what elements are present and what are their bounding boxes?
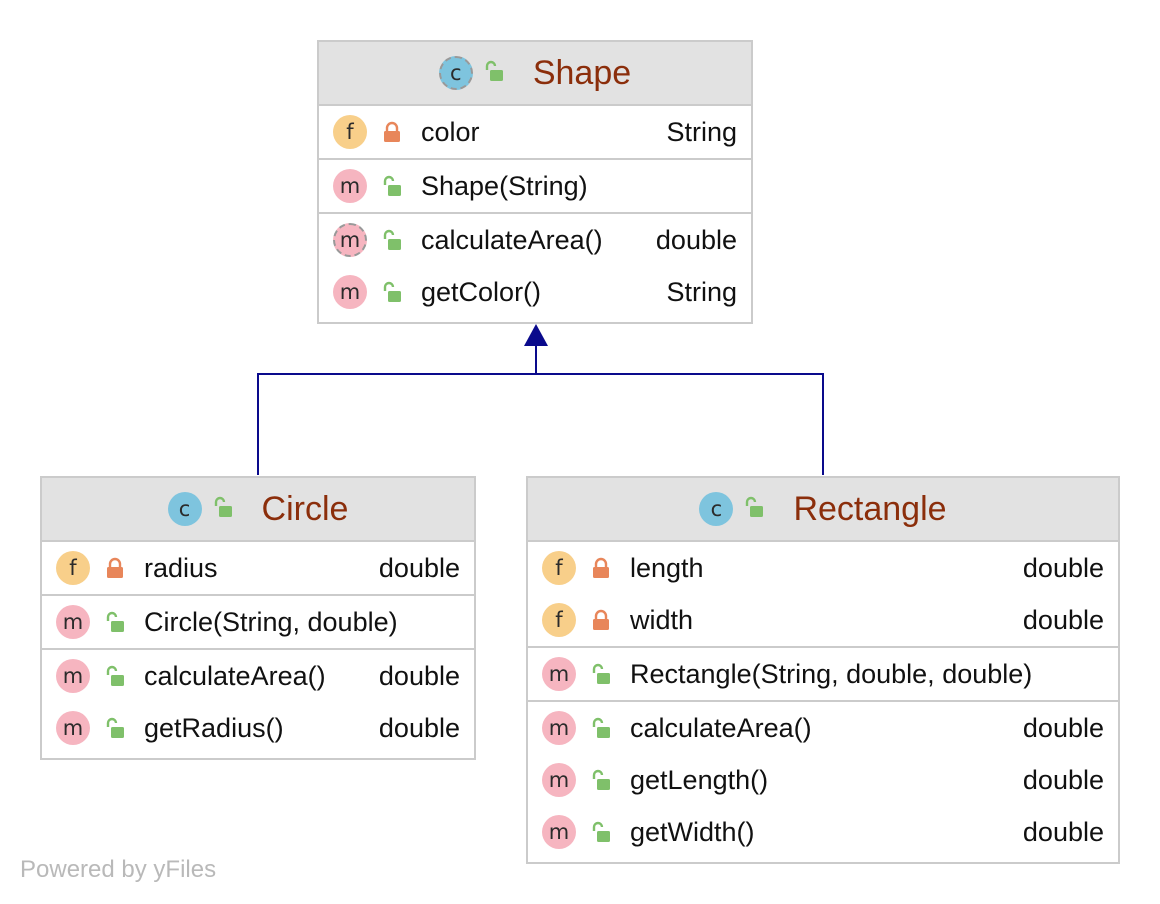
member-name: length (630, 552, 704, 583)
method-icon: m (542, 711, 576, 745)
member-name: width (630, 604, 694, 635)
member-type: double (1022, 764, 1104, 795)
class-name: Circle (261, 489, 349, 528)
class-name: Shape (532, 53, 632, 92)
method-icon: m (333, 275, 367, 309)
field-icon: f (333, 115, 367, 149)
abstract-method-icon: m (333, 223, 367, 257)
member-type: double (1022, 816, 1104, 847)
private-lock-icon (590, 609, 612, 636)
public-lock-icon (590, 769, 612, 796)
class-circle[interactable]: c Circle f radius double m Circle(String, doub… (40, 476, 476, 760)
public-lock-icon (590, 717, 612, 744)
member-name: radius (144, 552, 218, 583)
public-visibility-icon (743, 496, 765, 523)
method-row[interactable]: m Shape(String) (319, 160, 751, 212)
constructors-section: m Rectangle(String, double, double) (528, 646, 1118, 700)
class-header[interactable]: c Shape (319, 42, 751, 106)
edge-rectangle-to-shape (536, 373, 824, 475)
methods-section: m calculateArea() double m getRadius() double (42, 648, 474, 754)
field-row[interactable]: f radius double (42, 542, 474, 594)
class-icon: c (699, 492, 734, 526)
class-header[interactable]: c Rectangle (528, 478, 1118, 542)
member-type: double (378, 552, 460, 583)
member-type: double (1022, 604, 1104, 635)
member-name: calculateArea() (630, 712, 812, 743)
public-lock-icon (590, 663, 612, 690)
method-row[interactable]: m Circle(String, double) (42, 596, 474, 648)
constructors-section: m Circle(String, double) (42, 594, 474, 648)
member-name: getColor() (421, 276, 542, 307)
private-lock-icon (104, 557, 126, 584)
member-name: getRadius() (144, 712, 284, 743)
member-name: calculateArea() (421, 224, 603, 255)
footer-credit: Powered by yFiles (20, 856, 217, 883)
method-row[interactable]: m getColor() String (319, 266, 751, 318)
method-icon: m (542, 815, 576, 849)
fields-section: f length double f width double (528, 542, 1118, 646)
public-lock-icon (104, 665, 126, 692)
class-header[interactable]: c Circle (42, 478, 474, 542)
class-rectangle[interactable]: c Rectangle f length double f width double m Rect… (526, 476, 1120, 864)
method-row[interactable]: m Rectangle(String, double, double) (528, 648, 1118, 700)
method-icon: m (333, 169, 367, 203)
fields-section: f color String (319, 106, 751, 158)
method-row[interactable]: m getWidth() double (528, 806, 1118, 858)
member-name: calculateArea() (144, 660, 326, 691)
member-name: Circle(String, double) (144, 606, 398, 637)
public-lock-icon (590, 821, 612, 848)
method-icon: m (56, 659, 90, 693)
public-lock-icon (104, 717, 126, 744)
member-name: Shape(String) (421, 170, 588, 201)
methods-section: m calculateArea() double m getColor() String (319, 212, 751, 318)
fields-section: f radius double (42, 542, 474, 594)
field-icon: f (542, 603, 576, 637)
field-row[interactable]: f width double (528, 594, 1118, 646)
public-visibility-icon (483, 60, 505, 87)
public-lock-icon (381, 229, 403, 256)
inheritance-arrowhead (524, 324, 548, 346)
member-type: String (666, 276, 737, 307)
private-lock-icon (590, 557, 612, 584)
field-row[interactable]: f length double (528, 542, 1118, 594)
member-type: double (1022, 712, 1104, 743)
field-row[interactable]: f color String (319, 106, 751, 158)
field-icon: f (56, 551, 90, 585)
member-type: double (378, 660, 460, 691)
method-icon: m (542, 763, 576, 797)
public-visibility-icon (212, 496, 234, 523)
method-row[interactable]: m calculateArea() double (319, 214, 751, 266)
abstract-class-icon: c (438, 56, 473, 90)
member-type: double (655, 224, 737, 255)
method-row[interactable]: m calculateArea() double (528, 702, 1118, 754)
public-lock-icon (381, 281, 403, 308)
public-lock-icon (381, 175, 403, 202)
class-name: Rectangle (793, 489, 947, 528)
class-icon: c (167, 492, 202, 526)
method-row[interactable]: m getLength() double (528, 754, 1118, 806)
method-icon: m (542, 657, 576, 691)
member-name: color (421, 116, 480, 147)
member-type: double (378, 712, 460, 743)
method-icon: m (56, 605, 90, 639)
member-type: String (666, 116, 737, 147)
constructors-section: m Shape(String) (319, 158, 751, 212)
member-name: getWidth() (630, 816, 755, 847)
method-row[interactable]: m calculateArea() double (42, 650, 474, 702)
field-icon: f (542, 551, 576, 585)
member-type: double (1022, 552, 1104, 583)
method-row[interactable]: m getRadius() double (42, 702, 474, 754)
member-name: getLength() (630, 764, 769, 795)
private-lock-icon (381, 121, 403, 148)
method-icon: m (56, 711, 90, 745)
methods-section: m calculateArea() double m getLength() double… (528, 700, 1118, 858)
member-name: Rectangle(String, double, double) (630, 658, 1033, 689)
public-lock-icon (104, 611, 126, 638)
edge-circle-to-shape (257, 346, 537, 475)
